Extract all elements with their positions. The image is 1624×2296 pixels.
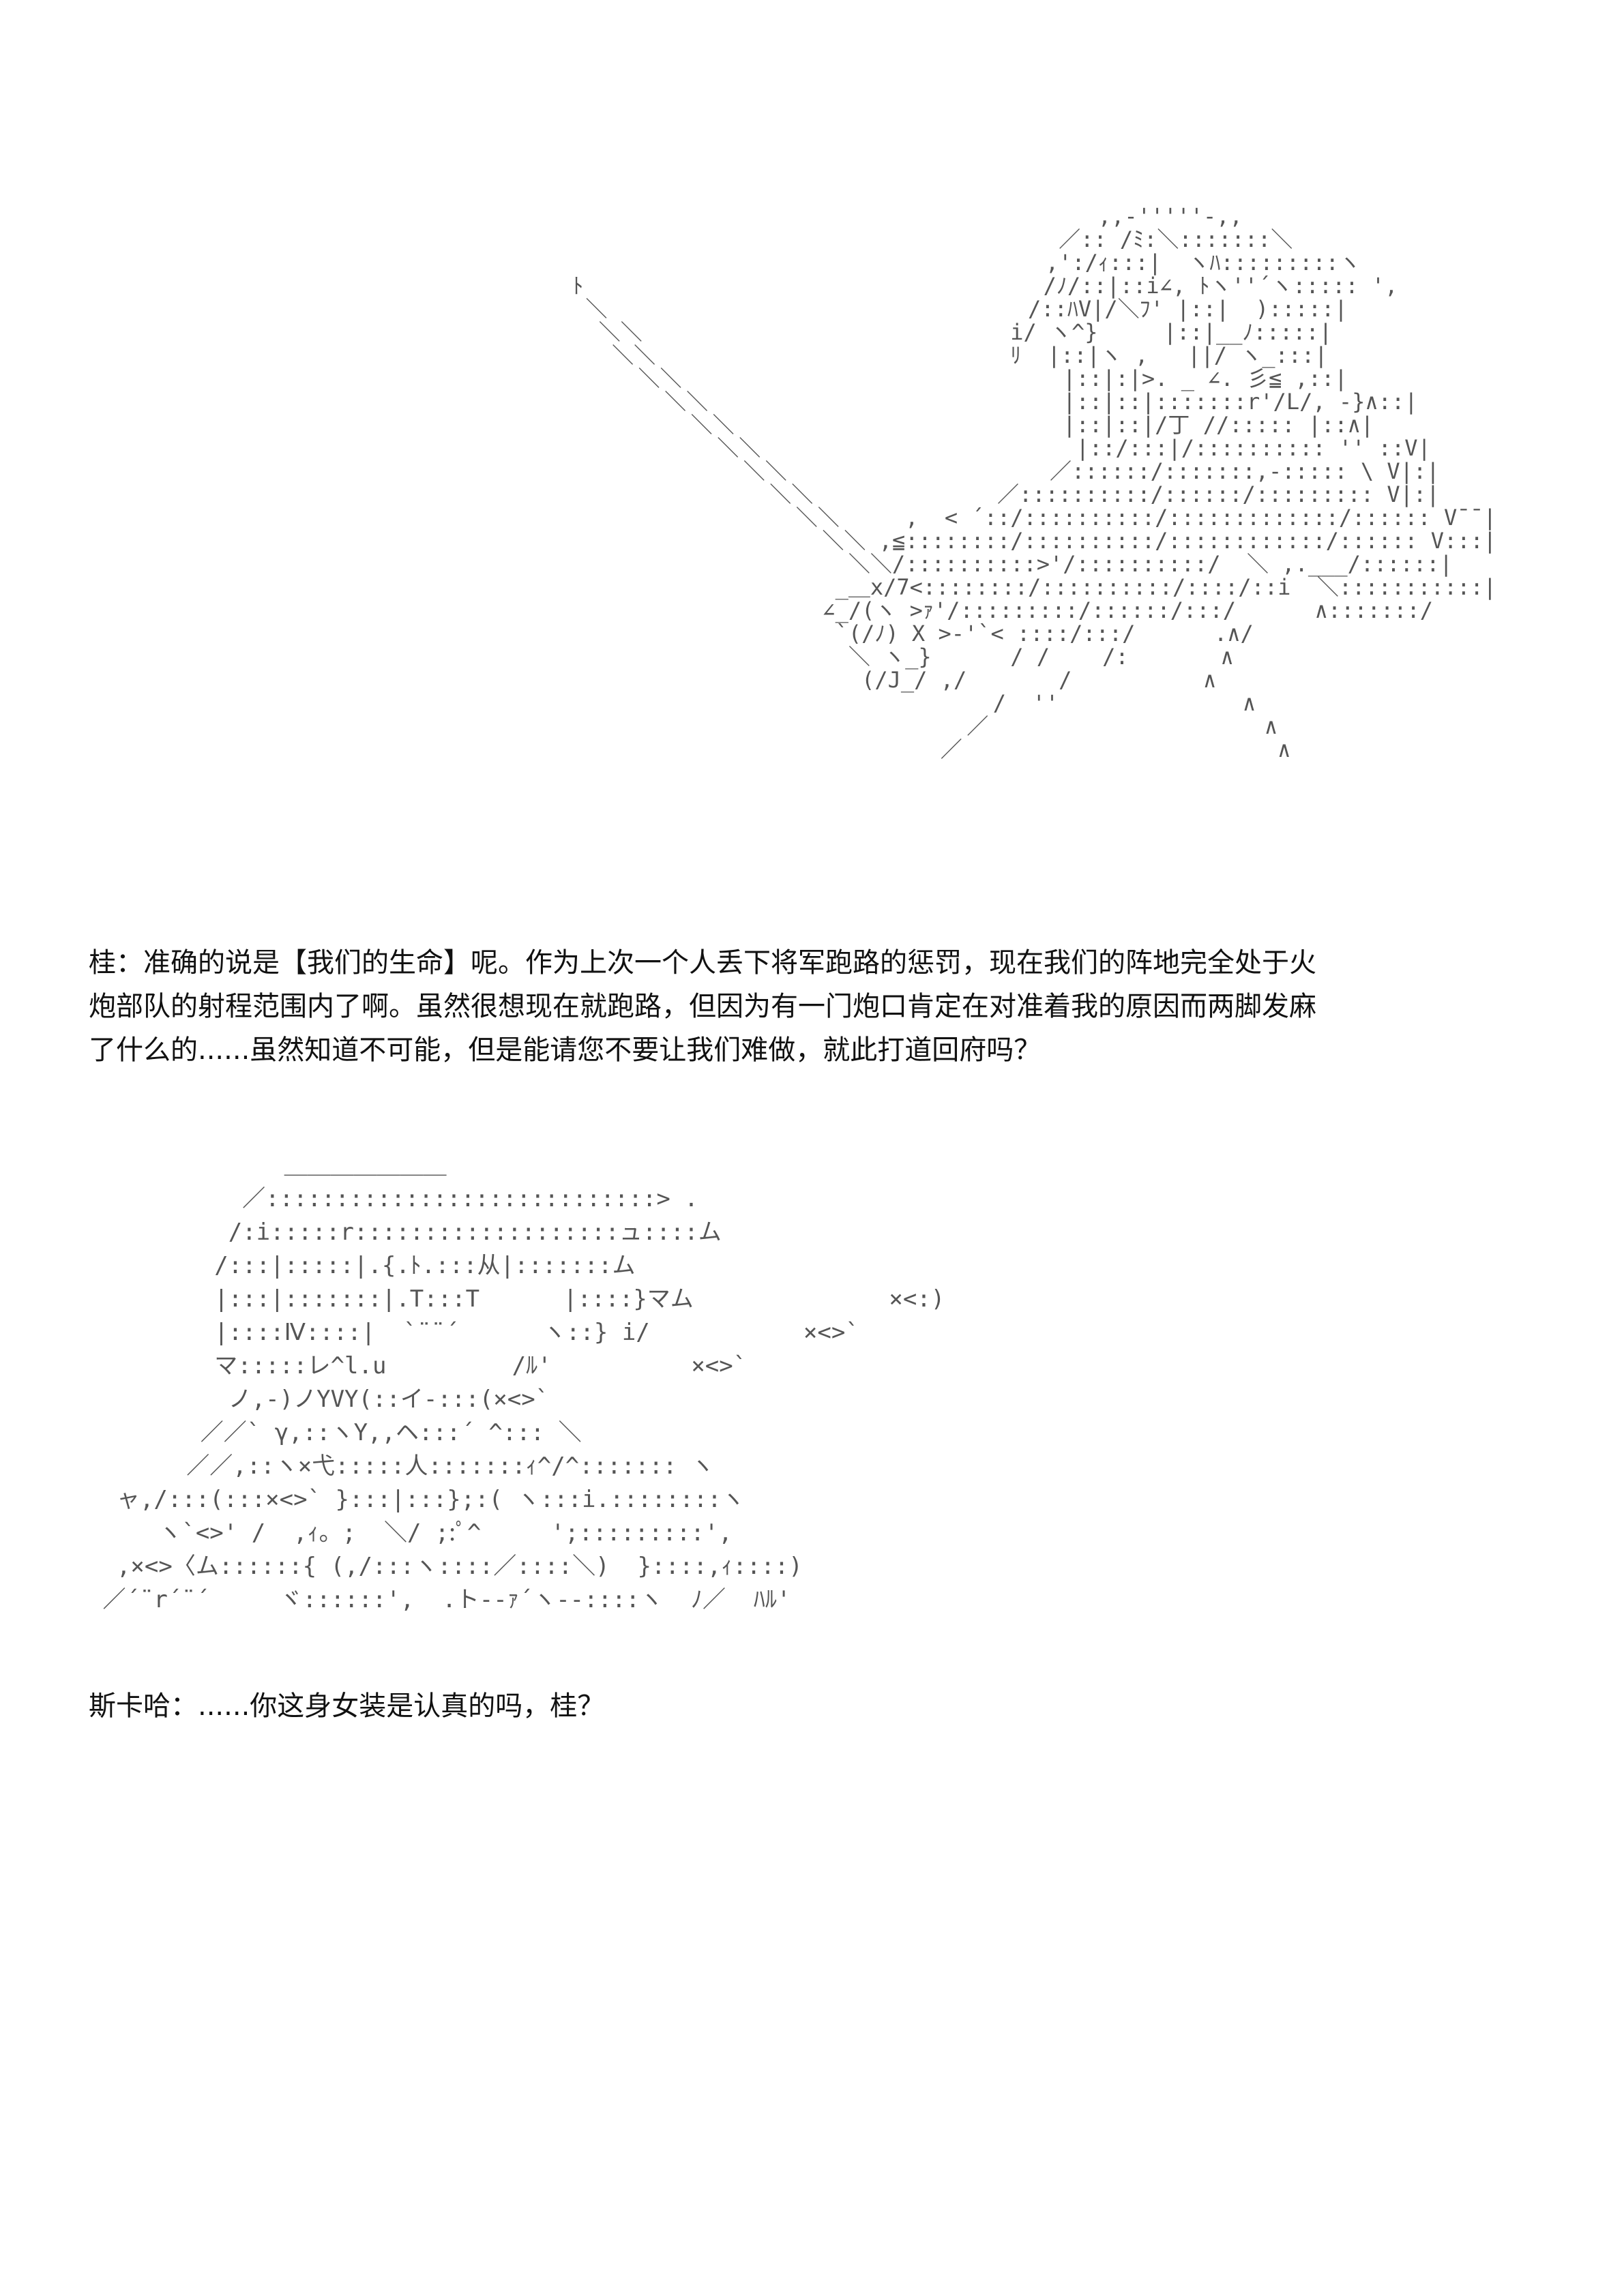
dialogue-katsura: 桂：准确的说是【我们的生命】呢。作为上次一个人丢下将军跑路的惩罚，现在我们的阵地…	[89, 941, 1548, 1072]
ascii-art-katsura-sword: ,,-'''''-,, ／:: /ﾐ:＼:::::::＼ ,':/ｨ:::| ヽ…	[572, 203, 1497, 762]
dialogue-line: 斯卡哈：......你这身女装是认真的吗，桂？	[89, 1690, 605, 1722]
ascii-art-scathach-spear: ＿＿＿＿＿＿＿ ／::::::::::::::::::::::::::::> .…	[102, 1152, 945, 1613]
dialogue-scathach: 斯卡哈：......你这身女装是认真的吗，桂？	[89, 1684, 1548, 1728]
dialogue-line: 炮部队的射程范围内了啊。虽然很想现在就跑路，但因为有一门炮口肯定在对准着我的原因…	[89, 991, 1316, 1022]
dialogue-line: 桂：准确的说是【我们的生命】呢。作为上次一个人丢下将军跑路的惩罚，现在我们的阵地…	[89, 947, 1316, 979]
dialogue-line: 了什么的......虽然知道不可能，但是能请您不要让我们难做，就此打道回府吗？	[89, 1034, 1042, 1066]
